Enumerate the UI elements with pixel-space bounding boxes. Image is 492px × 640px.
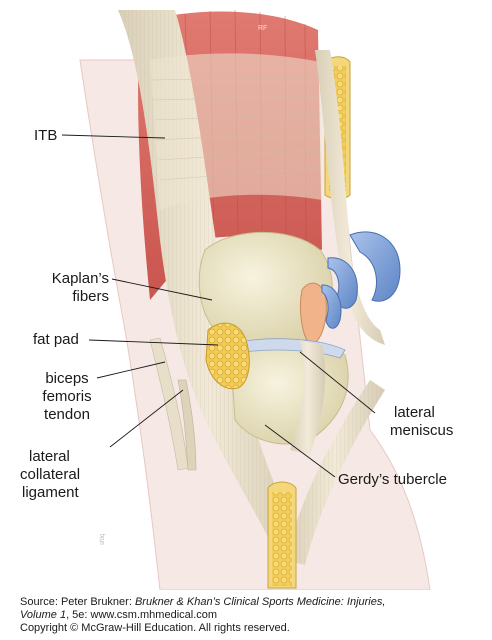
lateral-collateral-ligament [177, 379, 197, 471]
illustrator-mark: sfdq [100, 534, 106, 545]
caption-copyright: Copyright © McGraw-Hill Education. All r… [20, 622, 290, 634]
biceps-line-2: femoris [42, 388, 92, 405]
caption-volume: Volume 1 [20, 609, 67, 621]
bursa-mid [327, 257, 358, 309]
fat-pad-leader [88, 339, 219, 346]
fat-pad [205, 322, 250, 390]
lm-line-2: meniscus [390, 422, 454, 439]
lcl-line-1: lateral [29, 448, 70, 465]
kaplans-line-1: Kaplan’s [51, 270, 109, 287]
lcl-line-2: collateral [20, 466, 81, 483]
caption-line-1: Source: Peter Brukner: Brukner & Khan’s … [20, 596, 490, 609]
itb-sheet [150, 53, 322, 210]
biceps-line-3: tendon [44, 406, 90, 423]
lateral-meniscus-label: lateral meniscus [390, 404, 453, 440]
bursa-small [321, 284, 342, 329]
lcl-line-3: ligament [22, 484, 79, 501]
lateral-meniscus [239, 338, 346, 359]
bursa-large [349, 231, 401, 302]
lm-line-1: lateral [394, 404, 435, 421]
lateral-meniscus-leader [299, 351, 376, 414]
itb-leader [61, 134, 166, 139]
gerdy-leader [264, 424, 336, 478]
lateral-collateral-ligament-label: lateral collateral ligament [20, 448, 80, 502]
kaplans-line-2: fibers [72, 288, 109, 305]
patellar-tendon [290, 340, 326, 455]
caption-source-prefix: Source: Peter Brukner: [20, 596, 135, 608]
kaplans-leader [111, 278, 213, 301]
biceps-leader [96, 361, 166, 379]
patella [299, 282, 327, 346]
caption-line-2: Volume 1, 5e: www.csm.mhmedical.com [20, 609, 490, 622]
fat-pad-label: fat pad [33, 331, 79, 348]
rf-label: RF [258, 25, 267, 32]
biceps-femoris-tendon-label: biceps femoris tendon [38, 370, 96, 424]
quad-tendon-right [315, 50, 385, 345]
lcl-leader [109, 389, 184, 448]
kaplans-fibers-label: Kaplan’s fibers [20, 270, 109, 306]
caption-edition-url: , 5e: www.csm.mhmedical.com [66, 609, 218, 621]
knee-anatomy-illustration: VL RF [61, 9, 431, 590]
figure-caption: Source: Peter Brukner: Brukner & Khan’s … [20, 596, 490, 635]
gerdys-tubercle-label: Gerdy’s tubercle [338, 471, 447, 488]
biceps-line-1: biceps [45, 370, 89, 387]
itb-label: ITB [34, 127, 58, 144]
caption-book-title: Brukner & Khan’s Clinical Sports Medicin… [134, 596, 386, 608]
